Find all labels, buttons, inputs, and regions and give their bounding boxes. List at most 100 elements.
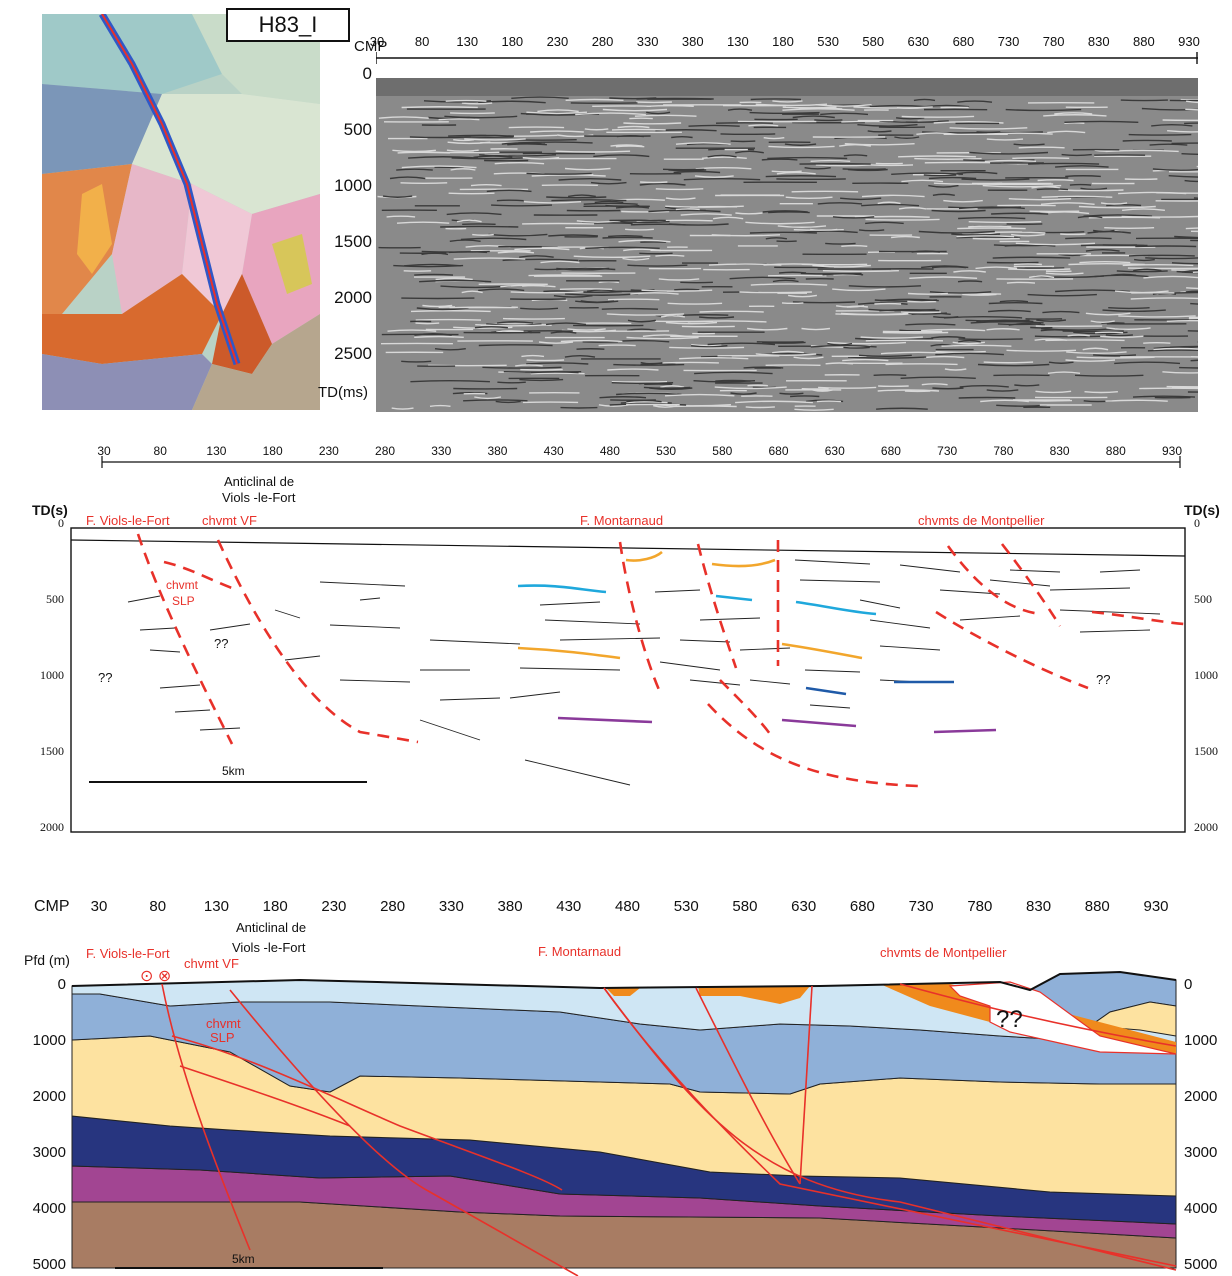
- section-faults: [161, 983, 1177, 1276]
- section-y-tick-right: 2000: [1184, 1088, 1218, 1105]
- seismic-cmp-tick: 180: [772, 34, 794, 49]
- seismic-cmp-tick: 930: [1178, 34, 1200, 49]
- seismic-time-tick: 2500: [334, 344, 372, 363]
- seismic-time-unit: TD(ms): [318, 384, 368, 401]
- section-cmp-tick: 30: [90, 898, 108, 915]
- section-y-tick-right: 5000: [1184, 1256, 1218, 1273]
- section-y-tick-left: 5000: [32, 1256, 66, 1273]
- interp-unknown-2: ??: [98, 670, 113, 685]
- interp-fault-viols-label: F. Viols-le-Fort: [86, 513, 170, 528]
- interp-y-tick-left: 500: [46, 592, 64, 606]
- interp-cmp-axis-line: [101, 456, 1181, 468]
- interp-reflectors: [127, 559, 1161, 786]
- section-y-tick-left: 2000: [32, 1088, 66, 1105]
- section-cmp-tick: 880: [1084, 898, 1110, 915]
- section-chvmt-slp-label-1: chvmt: [206, 1016, 241, 1031]
- interp-cmp-tick: 930: [1161, 444, 1183, 458]
- interp-cmp-tick: 130: [206, 444, 227, 458]
- interp-unknown-3: ??: [1096, 672, 1111, 687]
- section-fault-montarnaud-label: F. Montarnaud: [538, 944, 622, 959]
- seismic-cmp-tick: 330: [636, 34, 659, 49]
- seismic-time-tick: 0: [362, 64, 372, 83]
- interp-anticline-label-1: Anticlinal de: [224, 474, 295, 489]
- seismic-cmp-tick: 180: [501, 34, 524, 49]
- geological-map: [42, 14, 320, 410]
- interp-cmp-tick: 780: [993, 444, 1014, 458]
- seismic-cmp-axis-line: [376, 52, 1198, 64]
- interp-cmp-tick: 180: [262, 444, 283, 458]
- interp-right-axis-title: TD(s): [1184, 502, 1220, 518]
- section-y-tick-right: 0: [1184, 976, 1193, 993]
- strike-slip-symbols: ⊙ ⊗: [140, 968, 172, 985]
- section-y-tick-left: 0: [57, 976, 66, 993]
- interp-y-tick-right: 2000: [1194, 820, 1218, 834]
- interp-cmp-tick: 80: [153, 444, 167, 458]
- interp-topography: [70, 539, 1186, 557]
- section-scale-label: 5km: [232, 1252, 255, 1266]
- section-cmp-tick: 580: [732, 898, 758, 915]
- section-cmp-tick: 230: [321, 898, 347, 915]
- seismic-time-tick: 1000: [334, 176, 372, 195]
- geological-map-drawing: [42, 14, 320, 410]
- section-cmp-tick: 180: [262, 898, 288, 915]
- interp-faults: [136, 533, 1185, 788]
- section-cmp-tick: 830: [1026, 898, 1052, 915]
- seismic-cmp-tick: 680: [952, 34, 975, 49]
- seismic-reflections: [377, 96, 1198, 411]
- interp-chvmts-montpellier-label: chvmts de Montpellier: [918, 513, 1045, 528]
- interp-cmp-tick: 880: [1105, 444, 1126, 458]
- section-unknown-label: ??: [996, 1006, 1023, 1033]
- interp-panel: [70, 527, 1186, 833]
- section-y-tick-right: 1000: [1184, 1032, 1218, 1049]
- seismic-time-tick: 1500: [334, 232, 372, 251]
- section-fault-viols-label: F. Viols-le-Fort: [86, 946, 170, 961]
- seismic-cmp-tick: 880: [1133, 34, 1155, 49]
- interp-cmp-tick: 830: [1049, 444, 1070, 458]
- section-anticline-label-2: Viols -le-Fort: [232, 940, 306, 955]
- seismic-time-tick: 2000: [334, 288, 372, 307]
- section-cmp-tick: 430: [556, 898, 582, 915]
- interp-cmp-tick: 730: [937, 444, 958, 458]
- interp-chvmt-slp-label-2: SLP: [172, 594, 195, 608]
- interp-y-tick-right: 500: [1194, 592, 1212, 606]
- section-cmp-label: CMP: [34, 898, 70, 915]
- interp-cmp-tick: 380: [487, 444, 508, 458]
- section-panel: [71, 970, 1177, 1276]
- section-topography: [71, 970, 1177, 992]
- seismic-cmp-tick: 580: [862, 34, 885, 49]
- seismic-cmp-tick: 280: [591, 34, 614, 49]
- seismic-cmp-tick: 130: [456, 34, 479, 49]
- seismic-cmp-tick: 630: [907, 34, 930, 49]
- section-cmp-tick: 730: [908, 898, 934, 915]
- section-y-tick-left: 3000: [32, 1144, 66, 1161]
- interp-anticline-label-2: Viols -le-Fort: [222, 490, 296, 505]
- seismic-time-tick: 500: [343, 120, 372, 139]
- seismic-cmp-tick: 80: [414, 34, 430, 49]
- section-cmp-tick: 780: [967, 898, 993, 915]
- orange-lens-1: [606, 988, 640, 996]
- interp-frame: [70, 527, 1186, 833]
- interp-y-tick-left: 0: [58, 516, 64, 530]
- interp-unknown-1: ??: [214, 636, 229, 651]
- interp-chvmt-slp-label-1: chvmt: [166, 578, 199, 592]
- section-depth-axis-title: Pfd (m): [24, 952, 70, 968]
- seismic-top-band: [376, 78, 1198, 96]
- section-cmp-tick: 330: [438, 898, 464, 915]
- section-chvmt-slp-label-2: SLP: [210, 1030, 235, 1045]
- interp-scale-label: 5km: [222, 764, 245, 778]
- profile-title: H83_I: [226, 8, 350, 42]
- seismic-cmp-tick: 380: [681, 34, 704, 49]
- section-chvmt-vf-label: chvmt VF: [184, 956, 239, 971]
- interp-y-tick-right: 1500: [1194, 744, 1218, 758]
- seismic-cmp-label: CMP: [354, 38, 388, 55]
- interp-left-axis-title: TD(s): [32, 502, 68, 518]
- interp-cmp-tick: 280: [375, 444, 396, 458]
- section-cmp-tick: 80: [149, 898, 167, 915]
- interp-y-tick-left: 1000: [40, 668, 64, 682]
- section-cmp-tick: 680: [849, 898, 875, 915]
- seismic-cmp-tick: 530: [817, 34, 839, 49]
- seismic-cmp-tick: 730: [997, 34, 1020, 49]
- orange-lens-2: [698, 986, 810, 1004]
- interp-y-tick-left: 1500: [40, 744, 64, 758]
- section-cmp-tick: 530: [673, 898, 699, 915]
